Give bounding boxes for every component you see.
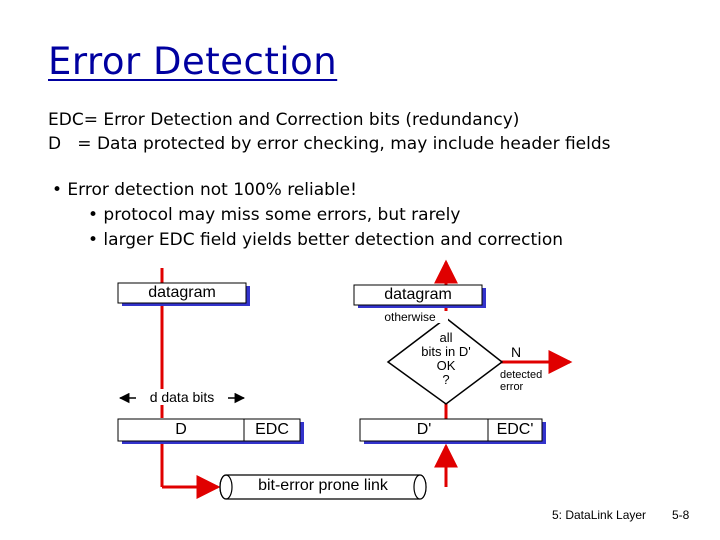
receiver-datagram-label: datagram (384, 286, 452, 303)
definition-edc: EDC= Error Detection and Correction bits… (48, 110, 520, 130)
receiver-edc-label: EDC' (496, 421, 534, 438)
footer-page-number: 5-8 (672, 508, 690, 522)
decision-diamond (386, 317, 504, 405)
decision-line-4: ? (442, 372, 450, 387)
otherwise-label: otherwise (372, 311, 448, 323)
receiver-frame-box (359, 418, 543, 442)
sender-frame-box (117, 418, 301, 442)
decision-line-2: bits in D' (421, 344, 471, 359)
decision-line-3: OK (436, 358, 456, 373)
detected-error-line-2: error (500, 381, 524, 393)
d-data-bits-label: d data bits (136, 389, 228, 405)
decision-text: all bits in D' OK ? (400, 331, 492, 387)
slide-title: Error Detection (48, 40, 338, 83)
n-label: N (510, 344, 522, 360)
sender-d-label: D (175, 421, 187, 438)
sender-datagram-label: datagram (148, 284, 216, 301)
receiver-datagram-box (353, 284, 483, 306)
decision-line-1: all (439, 330, 453, 345)
bullet-main: • Error detection not 100% reliable! (52, 180, 357, 200)
definition-d: D = Data protected by error checking, ma… (48, 134, 611, 154)
bullet-sub-1: • protocol may miss some errors, but rar… (88, 205, 461, 225)
sender-edc-label: EDC (255, 421, 289, 438)
bullet-sub-2: • larger EDC field yields better detecti… (88, 230, 564, 250)
link-cylinder (219, 474, 427, 500)
footer-chapter: 5: DataLink Layer (552, 508, 647, 522)
link-label: bit-error prone link (258, 477, 388, 494)
sender-datagram-box (117, 282, 247, 304)
receiver-d-label: D' (416, 421, 432, 438)
detected-error-line-1: detected (500, 369, 543, 381)
detected-error-label: detected error (500, 369, 564, 393)
